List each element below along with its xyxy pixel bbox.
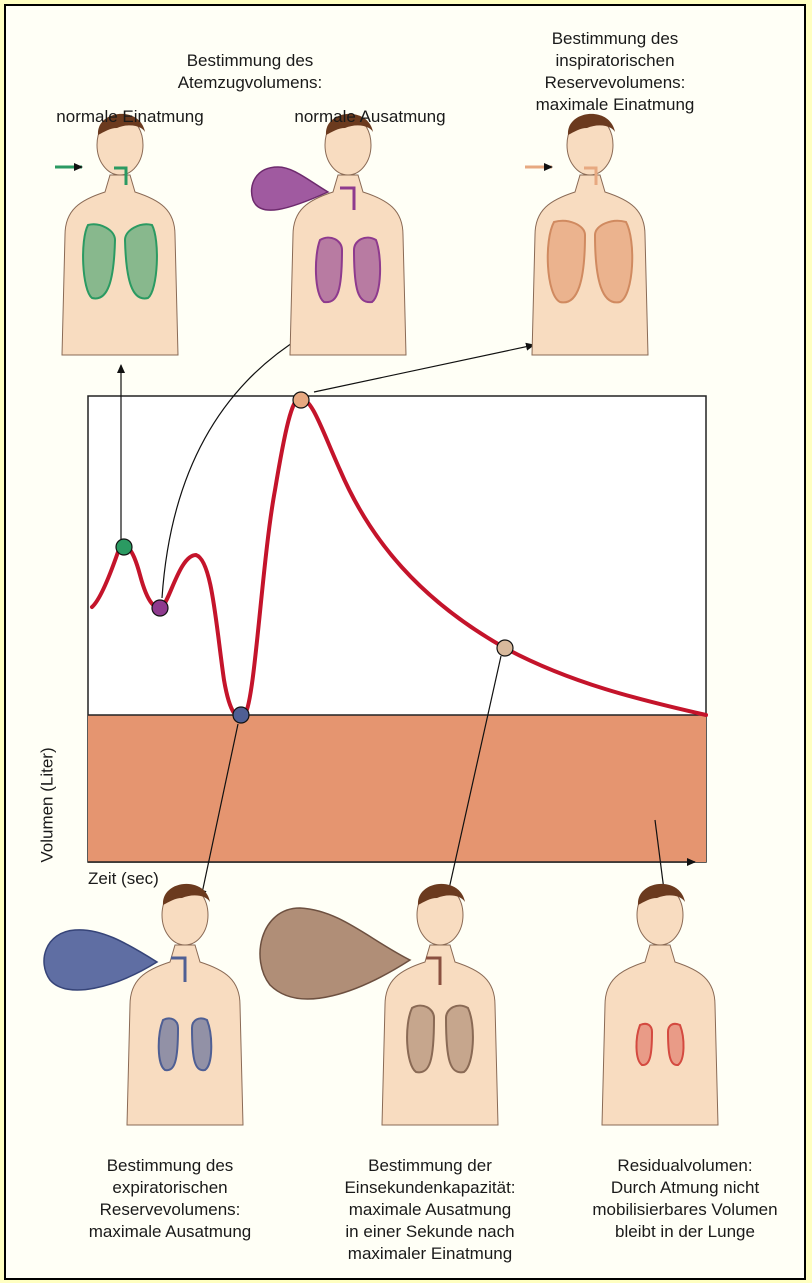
- caption-one-second-capacity: Bestimmung der Einsekundenkapazität: max…: [300, 1155, 560, 1265]
- residual-volume-area: [88, 715, 706, 862]
- caption-normal-exhale: normale Ausatmung: [255, 106, 485, 128]
- marker-max-inhale: [293, 392, 309, 408]
- caption-expiratory-reserve: Bestimmung des expiratorischen Reservevo…: [60, 1155, 280, 1243]
- caption-max-inhale: Bestimmung des inspiratorischen Reservev…: [490, 28, 740, 116]
- y-axis-label: Volumen (Liter): [38, 747, 58, 862]
- figure-normal-exhale: [252, 114, 406, 355]
- figure-max-inhale: [525, 114, 648, 355]
- caption-top-middle-heading: Bestimmung des Atemzugvolumens:: [150, 50, 350, 94]
- caption-residual-volume: Residualvolumen: Durch Atmung nicht mobi…: [560, 1155, 810, 1243]
- exhale-balloon-brown: [260, 908, 410, 999]
- caption-normal-inhale: normale Einatmung: [20, 106, 240, 128]
- marker-one-second: [497, 640, 513, 656]
- x-axis-label: Zeit (sec): [88, 869, 159, 889]
- figure-residual-volume: [602, 884, 718, 1125]
- marker-normal-exhale: [152, 600, 168, 616]
- marker-max-exhale: [233, 707, 249, 723]
- figure-normal-inhale: [55, 114, 178, 355]
- marker-normal-inhale: [116, 539, 132, 555]
- figure-expiratory-reserve: [44, 884, 243, 1125]
- figure-one-second-capacity: [260, 884, 498, 1125]
